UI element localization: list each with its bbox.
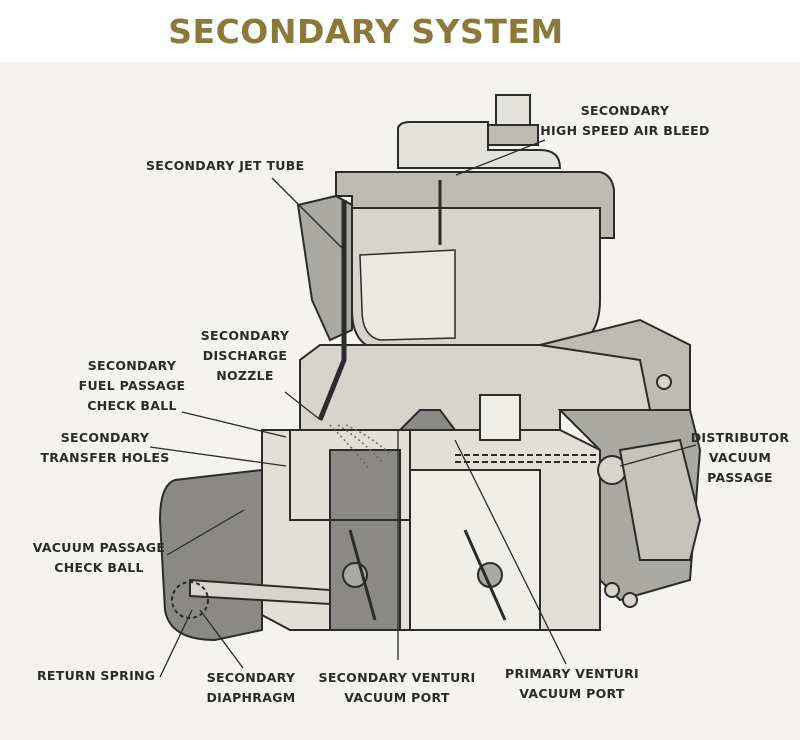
air-horn xyxy=(397,121,562,169)
label-secondary-high-speed-air-bleed: SECONDARY HIGH SPEED AIR BLEED xyxy=(540,103,710,138)
label-secondary-fuel-passage-check-ball: SECONDARY FUEL PASSAGE CHECK BALL xyxy=(78,358,186,413)
cover-flange xyxy=(296,194,353,342)
leader-diaphragm xyxy=(199,609,244,669)
label-secondary-transfer-holes: SECONDARY TRANSFER HOLES xyxy=(40,430,170,465)
venturi xyxy=(397,409,457,431)
label-vacuum-passage-check-ball: VACUUM PASSAGE CHECK BALL xyxy=(32,540,166,575)
mounting-flange xyxy=(539,318,691,411)
label-secondary-discharge-nozzle: SECONDARY DISCHARGE NOZZLE xyxy=(200,328,290,383)
jet-tube xyxy=(317,200,347,421)
leader-air-bleed xyxy=(455,139,546,176)
diaphragm-link xyxy=(189,578,331,606)
leader-distributor xyxy=(619,444,697,467)
carburetor-cutaway-diagram xyxy=(149,94,702,678)
title-band xyxy=(0,0,800,62)
fuel-spray xyxy=(329,424,393,471)
label-distributor-vacuum-passage: DISTRIBUTOR VACUUM PASSAGE xyxy=(690,430,790,485)
air-bleed-fitting xyxy=(495,94,531,126)
label-return-spring: RETURN SPRING xyxy=(37,668,156,683)
leader-jet-tube xyxy=(271,177,345,251)
nozzle-block xyxy=(479,394,521,441)
fuel-level xyxy=(359,249,456,341)
label-secondary-venturi-vacuum-port: SECONDARY VENTURI VACUUM PORT xyxy=(318,670,476,705)
leader-primary-venturi xyxy=(454,439,567,665)
distributor-diaphragm xyxy=(618,438,702,561)
vacuum-passage xyxy=(289,430,411,521)
leader-discharge-nozzle xyxy=(284,391,319,419)
return-spring-coil xyxy=(171,581,209,619)
page-title: SECONDARY SYSTEM xyxy=(168,12,564,51)
label-secondary-jet-tube: SECONDARY JET TUBE xyxy=(146,158,305,173)
diagram-figure: SECONDARY HIGH SPEED AIR BLEED SECONDARY… xyxy=(0,62,800,740)
leader-transfer-holes xyxy=(149,446,287,467)
leader-fuel-check-ball xyxy=(181,411,287,438)
label-secondary-diaphragm: SECONDARY DIAPHRAGM xyxy=(206,670,296,705)
leader-vacuum-check-ball xyxy=(166,509,245,556)
barrel-dark xyxy=(329,449,401,631)
label-primary-venturi-vacuum-port: PRIMARY VENTURI VACUUM PORT xyxy=(504,666,640,701)
vacuum-diaphragm-housing xyxy=(158,468,263,642)
leader-return-spring xyxy=(159,609,193,678)
